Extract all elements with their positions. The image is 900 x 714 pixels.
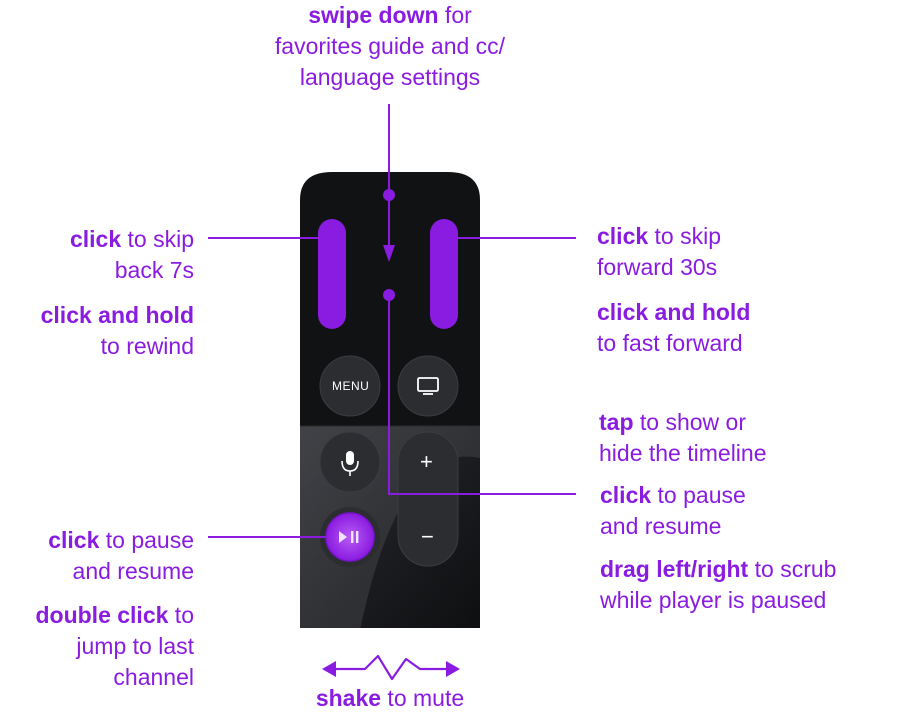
left-pause-callout: click to pause and resume (48, 525, 194, 587)
swipe-callout: swipe down for favorites guide and cc/ l… (240, 0, 540, 93)
right-click-rest: to pause (651, 482, 746, 508)
skip-forward-zone[interactable] (430, 219, 458, 329)
left-skip-bold: click (69, 226, 122, 252)
left-pause-line2: and resume (72, 558, 194, 584)
swipe-line2: favorites guide and cc/ (274, 33, 506, 59)
volume-rocker[interactable] (397, 431, 459, 567)
left-double-bold: double click (35, 602, 169, 628)
menu-label: MENU (332, 379, 370, 393)
shake-arrow-icon (322, 654, 460, 681)
volume-minus-label: − (421, 524, 435, 549)
right-skip-callout: click to skip forward 30s (597, 221, 721, 283)
left-double-line3: channel (113, 664, 194, 690)
right-hold-callout: click and hold to fast forward (597, 297, 750, 359)
volume-plus-label: + (420, 449, 434, 474)
right-drag-bold: drag left/right (600, 556, 749, 582)
swipe-rest: for (438, 2, 472, 28)
swipe-bold: swipe down (308, 2, 439, 28)
left-hold-bold: click and hold (40, 302, 194, 328)
right-hold-bold: click and hold (597, 299, 751, 325)
touch-dot (383, 289, 395, 301)
left-skip-callout: click to skip back 7s (70, 224, 194, 286)
play-pause-icon (339, 531, 359, 543)
left-pause-bold: click (48, 527, 100, 553)
shake-bold: shake (315, 685, 382, 711)
tv-button[interactable] (397, 355, 459, 417)
right-skip-line2: forward 30s (597, 254, 718, 280)
right-tap-callout: tap to show or hide the timeline (599, 407, 767, 469)
left-skip-rest: to skip (121, 226, 195, 252)
right-click-line2: and resume (600, 513, 722, 539)
right-drag-rest: to scrub (748, 556, 837, 582)
left-hold-line2: to rewind (100, 333, 194, 359)
left-pause-rest: to pause (99, 527, 194, 553)
left-double-rest: to (168, 602, 194, 628)
swipe-dot (383, 189, 395, 201)
microphone-icon (341, 451, 359, 476)
menu-button[interactable] (319, 355, 381, 417)
right-hold-line2: to fast forward (597, 330, 743, 356)
left-hold-callout: click and hold to rewind (41, 300, 194, 362)
right-skip-bold: click (597, 223, 649, 249)
callout-lines (208, 104, 576, 538)
right-click-bold: click (600, 482, 652, 508)
right-tap-line2: hide the timeline (599, 440, 767, 466)
left-double-callout: double click to jump to last channel (35, 600, 194, 693)
skip-back-zone[interactable] (318, 219, 346, 329)
shake-callout: shake to mute (240, 683, 540, 714)
tv-icon (417, 377, 439, 395)
shake-rest: to mute (381, 685, 465, 711)
right-skip-rest: to skip (648, 223, 722, 249)
right-drag-line2: while player is paused (600, 587, 827, 613)
left-skip-line2: back 7s (114, 257, 194, 283)
right-drag-callout: drag left/right to scrub while player is… (600, 554, 836, 616)
swipe-line3: language settings (299, 64, 481, 90)
right-tap-bold: tap (599, 409, 634, 435)
right-tap-rest: to show or (633, 409, 746, 435)
swipe-arrowhead (383, 245, 395, 262)
left-double-line2: jump to last (76, 633, 194, 659)
right-click-callout: click to pause and resume (600, 480, 746, 542)
